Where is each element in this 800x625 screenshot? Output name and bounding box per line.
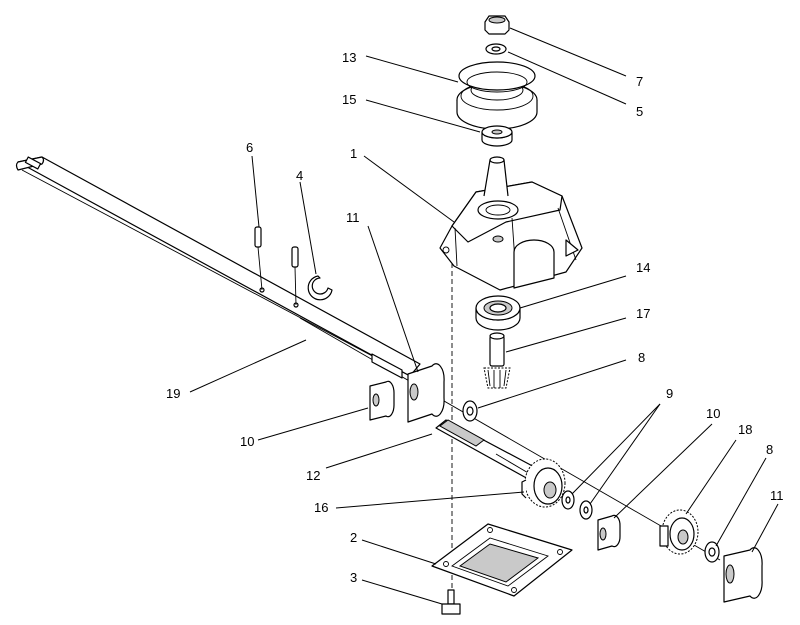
callout-3: 3	[350, 570, 357, 585]
callout-15: 15	[342, 92, 356, 107]
callout-11: 11	[346, 210, 360, 225]
callout-1: 1	[350, 146, 357, 161]
part-8-washer-lower	[704, 541, 720, 563]
part-16-gear	[521, 458, 566, 508]
part-19-axle-shaft	[15, 156, 421, 379]
part-18-gear	[659, 509, 699, 555]
part-13-pulley	[456, 61, 538, 130]
callout-5: 5	[636, 104, 643, 119]
part-2-cover-plate	[431, 523, 573, 597]
callout-14: 14	[636, 260, 650, 275]
part-4-retaining-ring	[307, 275, 333, 301]
part-1-gearbox-housing	[439, 156, 583, 291]
part-11-bushing	[407, 363, 445, 423]
part-9-washers	[561, 490, 593, 520]
part-11-bushing-right	[723, 547, 763, 603]
callout-8: 8	[638, 350, 645, 365]
callout-19: 19	[166, 386, 180, 401]
callout-11-right: 11	[770, 488, 784, 503]
part-6-roll-pin	[254, 226, 263, 291]
part-7-nut	[484, 15, 510, 35]
callout-2: 2	[350, 530, 357, 545]
part-17-pinion-shaft	[483, 332, 511, 389]
callout-7: 7	[636, 74, 643, 89]
callout-18: 18	[738, 422, 752, 437]
callout-8-right: 8	[766, 442, 773, 457]
part-10-bushing-right	[597, 514, 621, 551]
callout-10: 10	[240, 434, 254, 449]
callout-16: 16	[314, 500, 328, 515]
part-5-washer	[485, 43, 507, 55]
part-10-bushing	[369, 380, 395, 421]
callout-4: 4	[296, 168, 303, 183]
callout-12: 12	[306, 468, 320, 483]
leader-lines	[189, 27, 779, 605]
callout-labels: 7 5 13 15 1 6 4 11 14 17 8 19 10 12 9 10…	[166, 50, 784, 585]
callout-6: 6	[246, 140, 253, 155]
part-15-spacer	[481, 125, 513, 147]
callout-10-right: 10	[706, 406, 720, 421]
callout-17: 17	[636, 306, 650, 321]
callout-9: 9	[666, 386, 673, 401]
roll-pin-2	[291, 246, 299, 306]
part-14-bearing	[475, 295, 521, 331]
shaft-axis	[299, 317, 721, 561]
part-8-washer	[462, 400, 478, 422]
callout-13: 13	[342, 50, 356, 65]
part-3-bolt	[441, 589, 461, 615]
part-12-drive-shaft	[435, 419, 541, 481]
